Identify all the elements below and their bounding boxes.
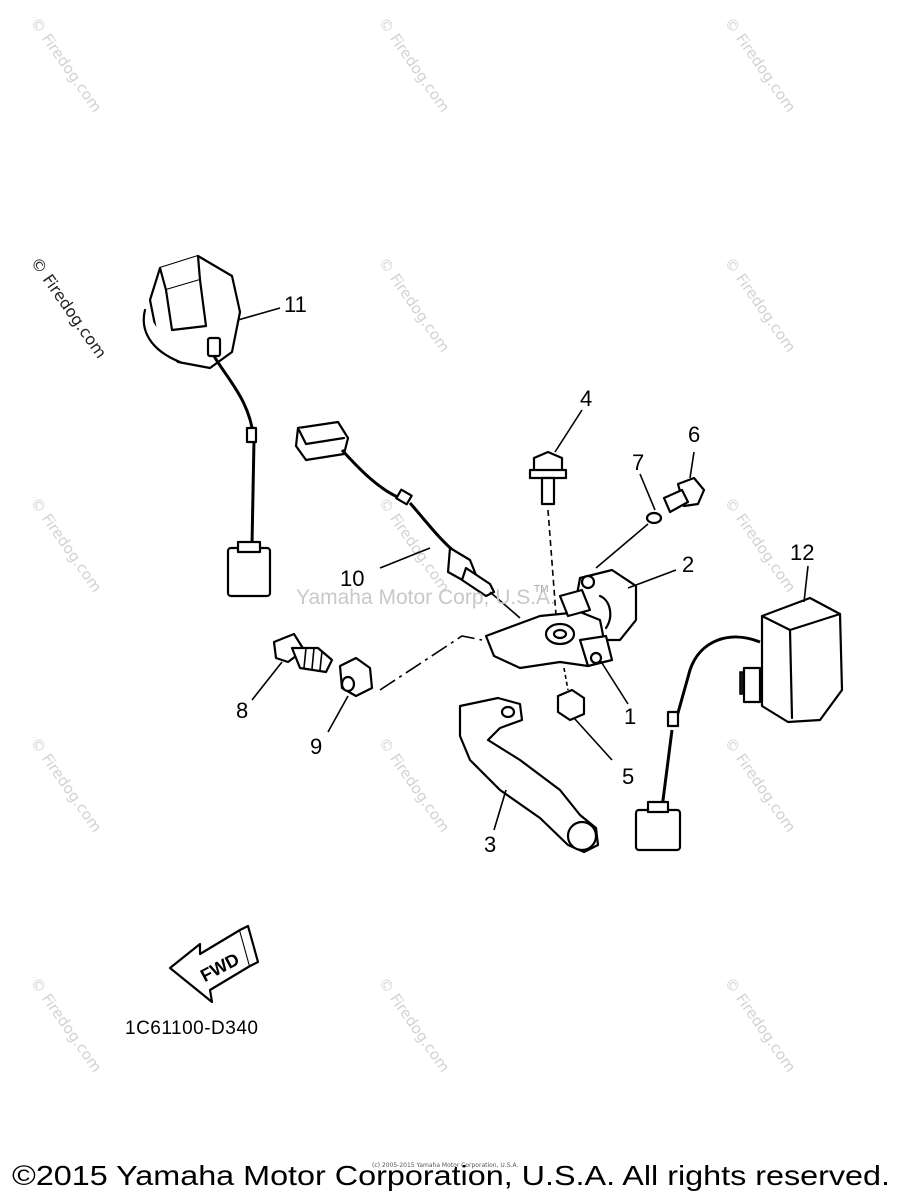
watermark: © Firedog.com: [721, 734, 800, 836]
watermark: © Firedog.com: [375, 974, 454, 1076]
part-12-switch: [634, 596, 844, 852]
fwd-arrow-icon: FWD: [168, 924, 260, 1004]
part-8-adjuster: [272, 632, 334, 674]
callout-2: 2: [682, 552, 694, 577]
callout-8: 8: [236, 698, 248, 723]
diagram-code: 1C61100-D340: [125, 1018, 258, 1039]
callout-3: 3: [484, 832, 496, 857]
part-9-ring: [338, 656, 374, 698]
callout-labels: 1 2 3 4 5 6 7 8 9 10 11 12: [236, 292, 814, 857]
part-5-nut: [556, 667, 586, 722]
part-1-bracket: [484, 588, 614, 670]
callout-10: 10: [340, 566, 364, 591]
callout-6: 6: [688, 422, 700, 447]
part-4-bolt: [528, 450, 568, 616]
callout-9: 9: [310, 734, 322, 759]
watermark: © Firedog.com: [721, 254, 800, 356]
part-6-screw: [662, 476, 706, 514]
callout-12: 12: [790, 540, 814, 565]
watermark: © Firedog.com: [721, 14, 800, 116]
watermark: © Firedog.com: [27, 974, 106, 1076]
footer-copyright: ©2015 Yamaha Motor Corporation, U.S.A. A…: [12, 1160, 890, 1191]
watermark-layer: © Firedog.com © Firedog.com © Firedog.co…: [27, 14, 800, 1076]
watermark: © Firedog.com: [721, 974, 800, 1076]
part-3-lever: [458, 696, 600, 854]
center-watermark: Yamaha Motor Corp, U.S.A.: [296, 586, 556, 609]
watermark: © Firedog.com: [375, 14, 454, 116]
watermark: © Firedog.com: [375, 734, 454, 836]
callout-5: 5: [622, 764, 634, 789]
tiny-copyright: (c) 2005-2015 Yamaha Motor Corporation, …: [372, 1162, 518, 1169]
callout-1: 1: [624, 704, 636, 729]
center-watermark-tm: TM: [533, 584, 549, 595]
callout-11: 11: [284, 292, 307, 317]
watermark: © Firedog.com: [27, 14, 106, 116]
part-11-switch: [142, 254, 272, 598]
callout-4: 4: [580, 386, 592, 411]
part-10-cable: [294, 420, 521, 619]
watermark: © Firedog.com: [27, 494, 106, 596]
watermark: © Firedog.com: [27, 734, 106, 836]
watermark: © Firedog.com: [375, 254, 454, 356]
callout-7: 7: [632, 450, 644, 475]
watermark: © Firedog.com: [27, 253, 111, 361]
part-7-washer: [645, 511, 663, 525]
watermark: © Firedog.com: [721, 494, 800, 596]
